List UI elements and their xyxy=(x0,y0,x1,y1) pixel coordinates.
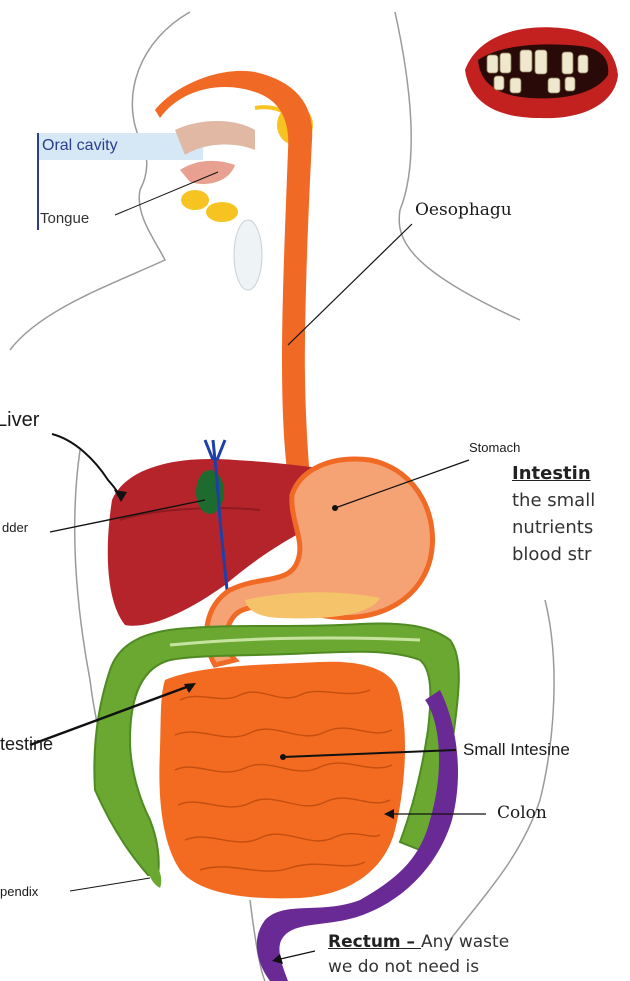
rectum-note-line-2: we do not need is xyxy=(328,955,509,980)
small-intestine-label: Small Intesine xyxy=(463,740,570,760)
teeth-icon xyxy=(465,27,618,118)
oral-cavity-label: Oral cavity xyxy=(42,137,118,155)
gallbladder-label: dder xyxy=(2,520,28,535)
stomach-label: Stomach xyxy=(469,440,520,455)
tongue-label: Tongue xyxy=(40,210,89,227)
intestine-note-heading: Intestin xyxy=(512,463,591,484)
intestine-note: Intestin the small nutrients blood str xyxy=(512,460,595,568)
small-intestine-marker xyxy=(280,754,286,760)
appendix-label: pendix xyxy=(0,884,38,899)
intestine-note-line-2: nutrients xyxy=(512,514,595,541)
rectum-note-line-1: Any waste xyxy=(421,932,509,952)
intestine-note-line-1: the small xyxy=(512,487,595,514)
intestine-note-line-3: blood str xyxy=(512,541,595,568)
colon-label: Colon xyxy=(497,803,547,823)
rectum-note: Rectum – Any waste we do not need is xyxy=(328,930,509,980)
liver-label: Liver xyxy=(0,409,39,432)
stomach-marker xyxy=(332,505,338,511)
rectum-note-dash: – xyxy=(401,932,421,952)
oesophagus-label: Oesophagu xyxy=(415,200,512,220)
large-intestine-label: testine xyxy=(0,734,53,755)
rectum-note-heading: Rectum xyxy=(328,932,401,952)
